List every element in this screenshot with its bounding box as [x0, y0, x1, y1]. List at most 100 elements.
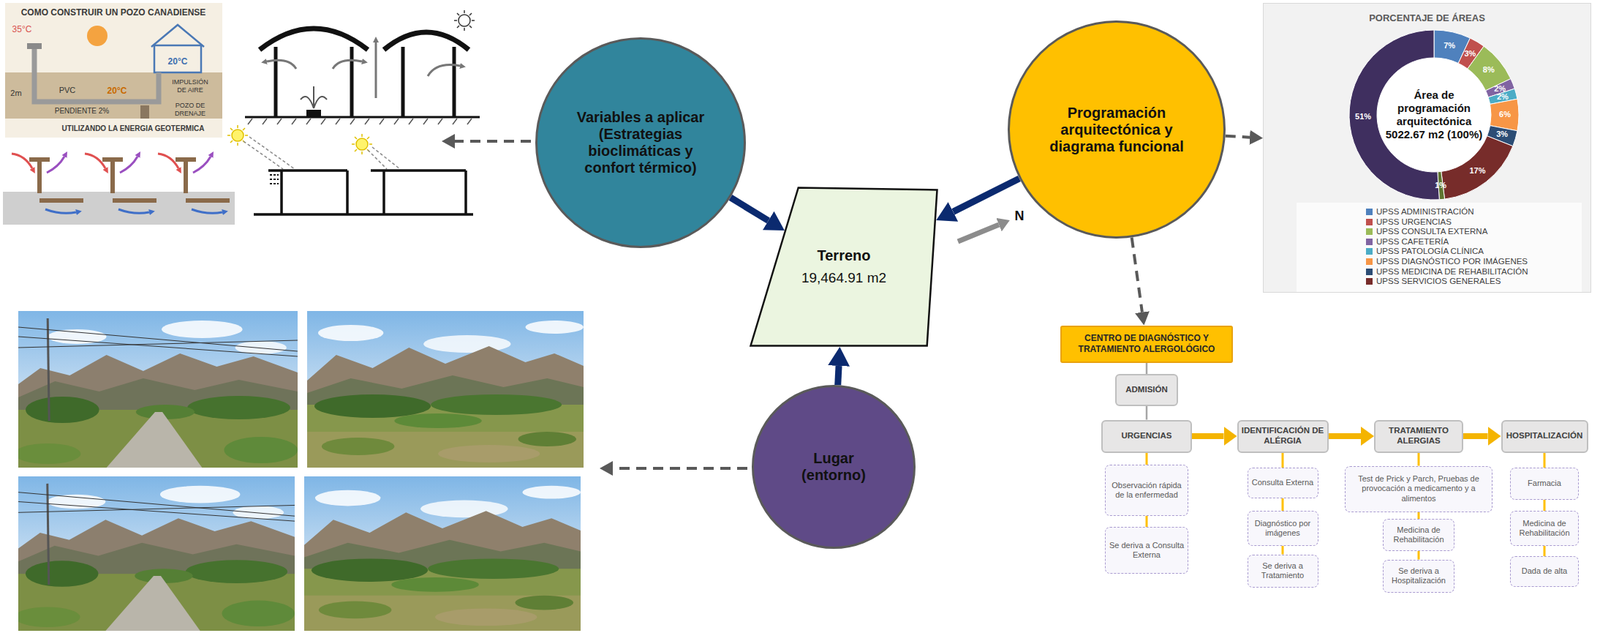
temperature-note: 35°C	[12, 24, 33, 35]
step-box: Test de Prick y Parch, Pruebas de provoc…	[1344, 465, 1493, 512]
donut-chart	[1349, 29, 1519, 200]
step-box: Observación rápida de la enfermedad	[1104, 464, 1189, 516]
legend-item: UPSS CONSULTA EXTERNA	[1365, 226, 1488, 237]
connector-arrow	[1281, 545, 1285, 555]
temperature-note: 20°C	[168, 56, 188, 67]
step-box: Se deriva a Consulta Externa	[1104, 526, 1189, 574]
solar-shading-sketch	[367, 146, 400, 169]
text-group: URGENCIAS	[1105, 430, 1188, 441]
box-label: Se deriva a Consulta Externa	[1108, 540, 1185, 560]
stage-box: TRATAMIENTO ALERGIAS	[1374, 419, 1464, 453]
canadian-well-sketch	[87, 25, 108, 47]
text-group: IDENTIFICACIÓN DE ALÉRGIA	[1241, 425, 1325, 447]
donut-hole	[1377, 58, 1492, 172]
earth-duct-sketch	[119, 156, 138, 173]
vault-ventilation-sketch	[383, 32, 469, 50]
text-group: CENTRO DE DIAGNÓSTICO Y TRATAMIENTO ALER…	[1065, 332, 1228, 355]
connector-arrow	[1191, 432, 1225, 439]
earth-duct-sketch	[191, 209, 223, 213]
connector-arrow	[838, 365, 839, 385]
stage-box: ADMISIÓN	[1115, 373, 1179, 406]
connector-arrow	[1281, 452, 1285, 469]
legend-box: UPSS ADMINISTRACIÓNUPSS URGENCIASUPSS CO…	[1296, 202, 1582, 292]
connector-arrow	[1543, 452, 1546, 469]
legend-swatch	[1365, 277, 1373, 285]
solar-shading-sketch	[370, 170, 466, 215]
vault-ventilation-sketch	[306, 109, 322, 118]
circle-label: Lugar (entorno)	[786, 449, 882, 484]
sketch-title: COMO CONSTRUIR UN POZO CANADIENSE	[5, 7, 222, 18]
text-group: Se deriva a Tratamiento	[1251, 560, 1315, 580]
legend-text: UPSS SERVICIOS GENERALES	[1376, 276, 1501, 286]
legend-swatch	[1365, 218, 1373, 226]
site-outline	[749, 186, 939, 347]
box-label: Observación rápida de la enfermedad	[1108, 480, 1185, 500]
legend-swatch	[1365, 228, 1373, 235]
vault-ventilation-sketch	[458, 14, 471, 27]
vault-ventilation-sketch	[244, 116, 480, 119]
circle-outline	[536, 38, 746, 248]
pointer-arrow	[454, 139, 531, 143]
vault-ventilation-sketch	[247, 118, 472, 125]
canadian-well-sketch	[34, 48, 159, 102]
step-box: Diagnóstico por imágenes	[1247, 510, 1319, 546]
vault-ventilation-sketch	[274, 46, 278, 118]
vault-ventilation-sketch	[244, 10, 480, 125]
dimension: 2m	[10, 88, 22, 98]
vault-ventilation-sketch	[452, 46, 457, 118]
vault-ventilation-sketch	[259, 28, 368, 50]
north-arrow	[957, 224, 999, 242]
stage-box: IDENTIFICACIÓN DE ALÉRGIA	[1237, 419, 1329, 453]
earth-duct-sketch	[2, 153, 235, 225]
legend-item: UPSS ADMINISTRACIÓN	[1365, 206, 1475, 217]
north-letter: N	[1014, 208, 1025, 225]
legend-item: UPSS CAFETERÍA	[1365, 236, 1449, 247]
box-label: Se deriva a Tratamiento	[1251, 560, 1315, 580]
box-label: 19,464.91 m2	[801, 269, 887, 287]
text-group: Lugar (entorno)	[786, 449, 882, 484]
earth-duct-sketch	[118, 209, 150, 213]
connector-arrow	[1145, 362, 1149, 375]
vault-ventilation-sketch	[454, 10, 475, 31]
legend-item: UPSS PATOLOGÍA CLÍNICA	[1365, 246, 1484, 256]
stage-box: HOSPITALIZACIÓN	[1501, 419, 1589, 453]
connector-arrow	[1281, 497, 1285, 511]
site-photos	[307, 310, 584, 468]
chart-panel: UPSS ADMINISTRACIÓNUPSS URGENCIASUPSS CO…	[1262, 2, 1592, 293]
earth-duct-sketch	[2, 191, 235, 225]
solar-shading-sketch	[227, 125, 474, 215]
solar-shading-sketch	[269, 174, 279, 184]
step-box: Medicina de Rehabilitación	[1510, 510, 1579, 546]
site-photos	[14, 476, 295, 631]
site-photos	[14, 310, 584, 631]
text-group: Terreno19,464.91 m2	[801, 246, 887, 287]
stage-box: URGENCIAS	[1101, 419, 1192, 453]
box-label: Medicina de Rehabilitación	[1513, 518, 1576, 538]
program-circle: Programación arquitectónica y diagrama f…	[1007, 20, 1226, 239]
solar-shading-sketch	[253, 170, 474, 215]
legend-item: UPSS URGENCIAS	[1365, 217, 1452, 227]
strategy-circle: Variables a aplicar (Estrategias bioclim…	[535, 37, 746, 248]
connector-arrow	[1543, 499, 1546, 511]
part-name: PVC	[59, 85, 77, 96]
box-label: CENTRO DE DIAGNÓSTICO Y TRATAMIENTO ALER…	[1065, 332, 1228, 355]
temperature-note: 20°C	[107, 85, 128, 96]
earth-duct-sketch	[193, 156, 211, 173]
solar-shading-sketch	[231, 129, 244, 142]
connector-arrow	[1328, 432, 1362, 439]
circle-outline	[1009, 21, 1225, 238]
connector-arrow	[952, 178, 1019, 212]
north-arrow	[957, 224, 999, 242]
connector-arrow	[1225, 136, 1250, 138]
vault-ventilation-sketch	[300, 86, 327, 109]
step-box: Dada de alta	[1510, 555, 1579, 587]
circle-label: Programación arquitectónica y diagrama f…	[1047, 104, 1187, 156]
box-label: TRATAMIENTO ALERGIAS	[1378, 425, 1459, 447]
legend-text: UPSS ADMINISTRACIÓN	[1376, 206, 1475, 217]
connector-arrow	[1543, 545, 1546, 556]
earth-duct-sketch	[157, 153, 179, 169]
part-name: POZO DE DRENAJE	[168, 101, 213, 118]
canadian-well-sketch	[154, 45, 202, 73]
text-group: Medicina de Rehabilitación	[1513, 518, 1576, 538]
